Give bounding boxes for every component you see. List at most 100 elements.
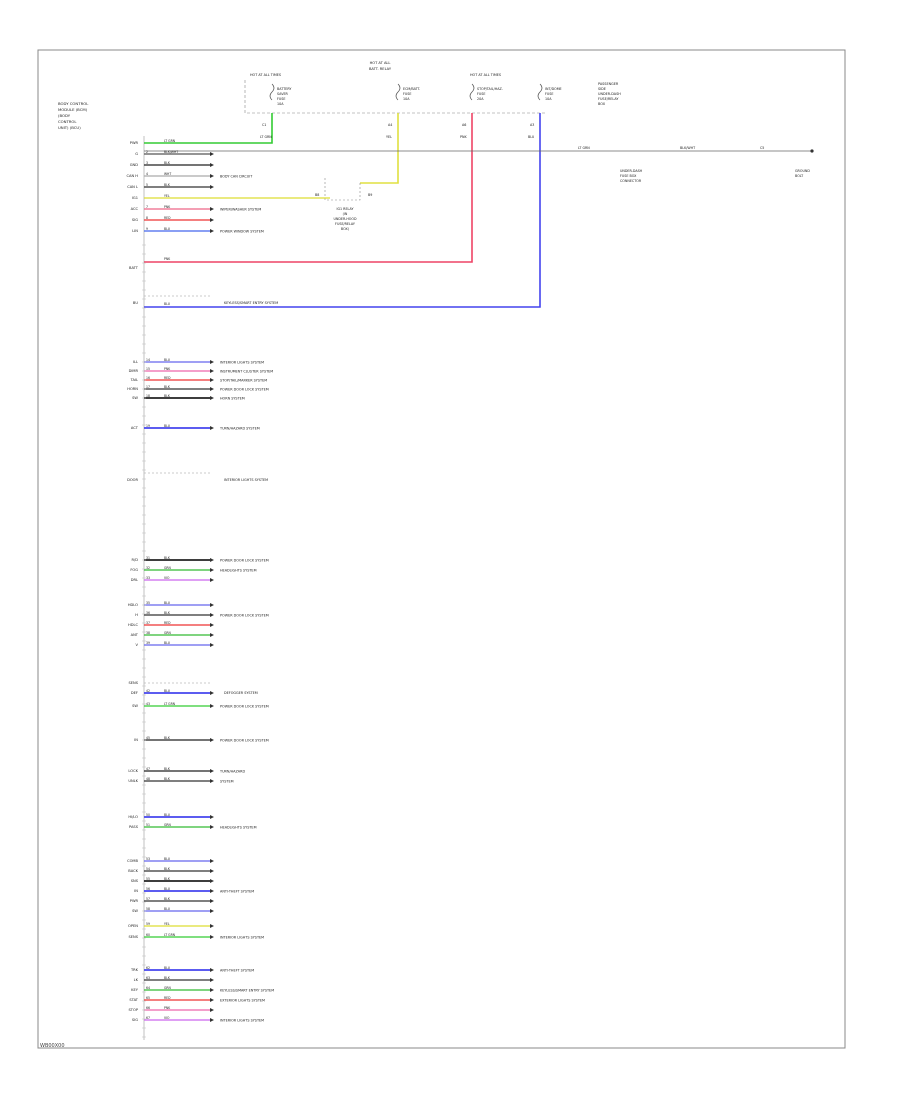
relay-pin: B8 (315, 193, 319, 197)
fuse-wire-label: PNK (460, 135, 467, 139)
row-label: OPEN (128, 924, 138, 928)
row-label: PASS (129, 825, 139, 829)
fuse-label: FUSE (545, 92, 554, 96)
wire-color-label: BLK (164, 877, 171, 881)
pin-number: 7 (146, 205, 148, 209)
row-label: BACK (128, 869, 138, 873)
system-reference: DEFOGGER SYSTEM (224, 691, 258, 695)
wire-color-label: BLU (164, 966, 170, 970)
row-label: PWR (130, 899, 139, 903)
relay-label: (IN (343, 212, 348, 216)
fuse-symbol (469, 83, 475, 101)
wire-color-label: BLU (164, 641, 170, 645)
wire-color-label: BLU (164, 302, 170, 306)
wire-feed-pink (144, 113, 473, 263)
connector-arrow (210, 1018, 214, 1022)
wire-color-label: BLK (164, 897, 171, 901)
wire-color-label: BLK (164, 556, 171, 560)
pin-number: 51 (146, 823, 150, 827)
wire-feed-green (144, 113, 273, 144)
wire-color-label: BLK (164, 867, 171, 871)
branch-end-label: GROUND (795, 169, 810, 173)
fuse-label: FUSE (477, 92, 486, 96)
branch-tag: C5 (760, 146, 764, 150)
pin-number: 33 (146, 576, 150, 580)
fuse-feed-label: HOT AT ALL TIMES (250, 73, 281, 77)
wire-color-label: BLK (164, 183, 171, 187)
pin-number: 60 (146, 933, 150, 937)
row-label: HI/LO (128, 815, 138, 819)
row-label: BU (133, 301, 138, 305)
wire-color-label: BLK (164, 777, 171, 781)
relay-label: UNDER-HOOD (333, 217, 357, 221)
connector-arrow (210, 998, 214, 1002)
connector-arrow (210, 568, 214, 572)
relay-outline (324, 178, 361, 201)
pin-number: 64 (146, 986, 150, 990)
row-label: BATT (129, 266, 139, 270)
fuse-label: STOP/TAIL/HAZ. (477, 87, 503, 91)
wire-color-label: RED (164, 216, 171, 220)
module-label: CONTROL (58, 119, 77, 124)
wire-color-label: GRN (164, 566, 172, 570)
pin-number: 59 (146, 922, 150, 926)
wire-color-label: BLU (164, 887, 170, 891)
fuse-box-name: FUSE/RELAY (598, 97, 619, 101)
row-label: SW (132, 396, 138, 400)
module-label: (BODY (58, 113, 71, 118)
fuse-wire-label: YEL (386, 135, 392, 139)
pin-number: 63 (146, 976, 150, 980)
fuse-label: 10A (545, 97, 552, 101)
fuse-wire-label: LT GRN (260, 135, 272, 139)
pin-number: 43 (146, 702, 150, 706)
row-label: R/D (132, 558, 139, 562)
pin-number: 66 (146, 1006, 150, 1010)
fuse-label: 10A (403, 97, 410, 101)
pin-number: 65 (146, 996, 150, 1000)
row-label: LK (134, 978, 139, 982)
system-reference: HORN SYSTEM (220, 397, 245, 401)
wire-color-label: RED (164, 376, 171, 380)
connector-arrow (210, 426, 214, 430)
wire-color-label: YEL (164, 922, 170, 926)
row-label: DRL (131, 578, 138, 582)
row-label: PWR (130, 141, 139, 145)
wire-color-label: BLK (164, 161, 171, 165)
wire-color-label: BLK/WHT (164, 150, 178, 154)
row-label: CAN L (127, 185, 138, 189)
wire-color-label: BLU (164, 601, 170, 605)
pin-number: 36 (146, 611, 150, 615)
diagram-code: WB00X00 (40, 1043, 65, 1049)
pin-number: 4 (146, 172, 148, 176)
pin-number: 39 (146, 641, 150, 645)
branch-end-label: BOLT (795, 174, 804, 178)
row-label: COMB (127, 859, 138, 863)
pin-number: 14 (146, 358, 150, 362)
connector-arrow (210, 691, 214, 695)
row-label: ANT (131, 633, 139, 637)
module-label: MODULE (BCM) (58, 107, 88, 112)
row-label: IN (134, 889, 138, 893)
row-label: ILL (133, 360, 138, 364)
pin-number: 62 (146, 966, 150, 970)
row-label: FOG (130, 568, 138, 572)
pin-number: 54 (146, 867, 150, 871)
connector-arrow (210, 815, 214, 819)
fuse-symbol (395, 83, 401, 101)
wire-color-label: YEL (164, 194, 170, 198)
wire-color-label: BLU (164, 907, 170, 911)
row-label: LOCK (128, 769, 138, 773)
row-label: G (135, 152, 138, 156)
branch-connector-label: FUSE BOX (620, 174, 637, 178)
pin-number: 8 (146, 216, 148, 220)
row-label: ACC (131, 207, 139, 211)
pin-number: 3 (146, 161, 148, 165)
pin-number: 17 (146, 385, 150, 389)
branch-wire-label: BLK/WHT (680, 146, 696, 150)
row-label: IG1 (132, 196, 138, 200)
wire-color-label: PNK (164, 367, 171, 371)
fuse-pin-label: A4 (388, 123, 392, 127)
connector-arrow (210, 924, 214, 928)
system-reference: EXTERIOR LIGHTS SYSTEM (220, 999, 265, 1003)
